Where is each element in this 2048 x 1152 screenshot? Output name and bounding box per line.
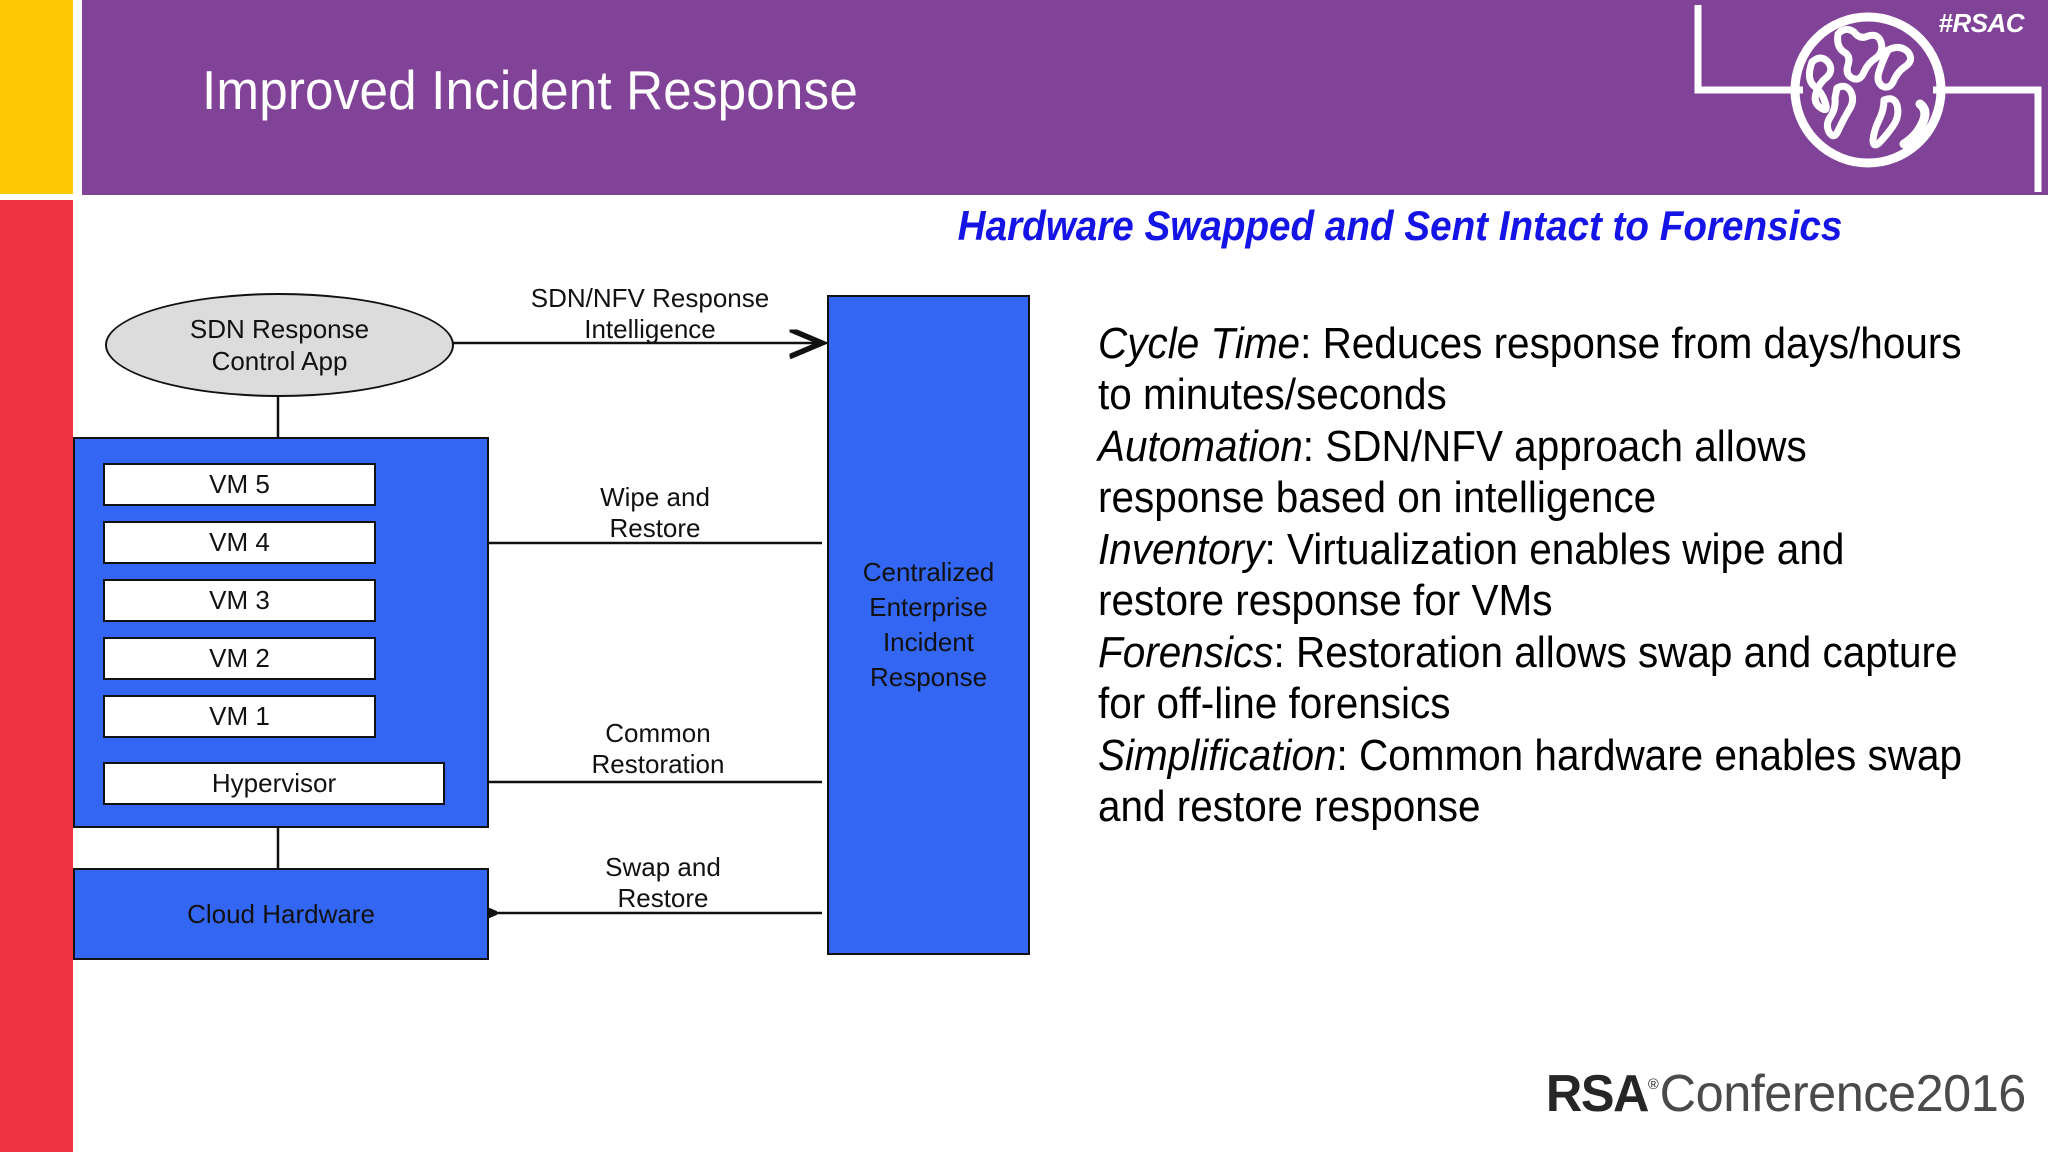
bullet-body-inventory: : Virtualization enables wipe and restor… — [1098, 524, 1845, 626]
vm-box-5[interactable]: VM 5 — [103, 463, 376, 506]
rsa-conference-footer-logo: RSA ® Conference2016 — [1545, 1064, 2027, 1124]
bullet-forensics: Forensics: Restoration allows swap and c… — [1098, 627, 1963, 730]
bullet-body-simplification: : Common hardware enables swap and resto… — [1098, 730, 1962, 832]
control-app-line-1: SDN Response — [189, 313, 370, 344]
bullet-body-forensics: : Restoration allows swap and capture fo… — [1098, 627, 1958, 729]
centralized-incident-response-box[interactable]: Centralized Enterprise Incident Response — [827, 295, 1030, 955]
slide-header-band: Improved Incident Response #RSAC — [82, 0, 2048, 195]
arrow-label-wipe-restore: Wipe and Restore — [600, 482, 710, 544]
bullet-body-cycle-time: : Reduces response from days/hours to mi… — [1098, 319, 1962, 420]
vm-box-1[interactable]: VM 1 — [103, 695, 376, 738]
bullet-cycle-time: Cycle Time: Reduces response from days/h… — [1098, 318, 1963, 421]
bullet-lead-automation: Automation — [1098, 421, 1303, 471]
footer-registered-mark: ® — [1648, 1076, 1659, 1093]
page-title: Improved Incident Response — [202, 59, 858, 121]
bullet-automation: Automation: SDN/NFV approach allows resp… — [1098, 421, 1963, 524]
bullet-lead-inventory: Inventory — [1098, 524, 1265, 574]
cir-line-1: Centralized — [862, 556, 995, 587]
architecture-diagram: SDN Response Control App VM 5 VM 4 VM 3 … — [73, 283, 1030, 960]
slide-subtitle: Hardware Swapped and Sent Intact to Fore… — [957, 202, 1843, 249]
bullet-body-automation: : SDN/NFV approach allows response based… — [1098, 421, 1807, 523]
arrow-label-common-restoration: Common Restoration — [591, 718, 725, 780]
virtualization-host-container: VM 5 VM 4 VM 3 VM 2 VM 1 Hypervisor — [73, 437, 489, 828]
cir-line-4: Response — [869, 662, 988, 693]
bullet-inventory: Inventory: Virtualization enables wipe a… — [1098, 524, 1963, 627]
accent-bar-yellow — [0, 0, 73, 194]
hypervisor-box[interactable]: Hypervisor — [103, 762, 445, 805]
arrow-label-swap-restore: Swap and Restore — [605, 852, 721, 914]
bullet-lead-simplification: Simplification — [1098, 730, 1337, 780]
key-benefits-text: Cycle Time: Reduces response from days/h… — [1098, 318, 1963, 833]
rsac-globe-icon — [1694, 5, 2042, 192]
control-app-line-2: Control App — [211, 346, 348, 376]
vm-box-4[interactable]: VM 4 — [103, 521, 376, 564]
footer-brand-rsa: RSA — [1545, 1065, 1650, 1123]
bullet-simplification: Simplification: Common hardware enables … — [1098, 730, 1963, 833]
footer-conference-year: Conference2016 — [1659, 1065, 2027, 1123]
vm-box-2[interactable]: VM 2 — [103, 637, 376, 680]
accent-bar-red — [0, 200, 73, 1152]
vm-box-3[interactable]: VM 3 — [103, 579, 376, 622]
rsac-hashtag: #RSAC — [1938, 8, 2024, 38]
cir-line-3: Incident — [882, 627, 975, 657]
bullet-lead-cycle-time: Cycle Time — [1098, 319, 1301, 368]
rsac-logo: #RSAC — [1688, 0, 2048, 195]
bullet-lead-forensics: Forensics — [1098, 627, 1274, 677]
cloud-hardware-box[interactable]: Cloud Hardware — [73, 868, 489, 960]
cir-line-2: Enterprise — [869, 591, 988, 622]
arrow-label-sdn-intelligence: SDN/NFV Response Intelligence — [530, 283, 770, 345]
sdn-response-control-app-node[interactable]: SDN Response Control App — [105, 293, 454, 397]
